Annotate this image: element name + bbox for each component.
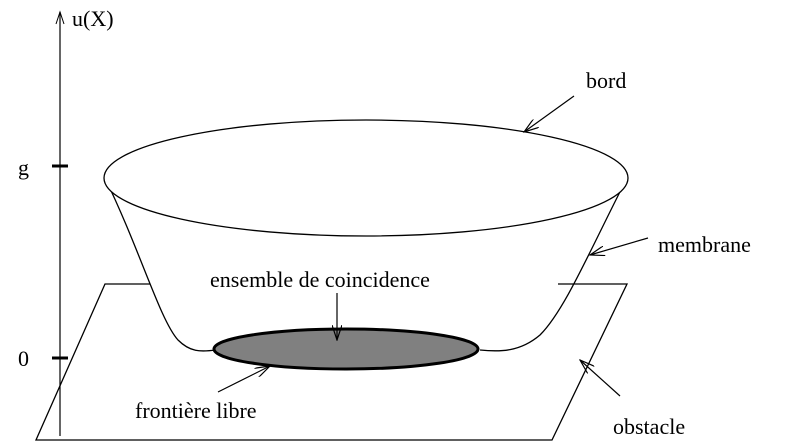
membrane-label: membrane xyxy=(658,232,751,257)
membrane-arrow xyxy=(590,237,649,255)
axis-arrow-icon xyxy=(55,10,65,25)
membrane-left-side xyxy=(104,177,217,352)
bord-ellipse xyxy=(103,119,629,237)
frontiere-label: frontière libre xyxy=(135,398,257,423)
coincidence-label: ensemble de coincidence xyxy=(210,267,430,292)
frontiere-arrow xyxy=(217,366,270,393)
coincidence-set xyxy=(212,327,480,371)
g-tick-label: g xyxy=(18,155,29,180)
bord-label: bord xyxy=(586,68,626,93)
obstacle-arrow xyxy=(580,360,621,397)
membrane-right-side xyxy=(479,177,628,352)
obstacle-label: obstacle xyxy=(613,414,685,439)
obstacle-plane xyxy=(35,283,629,441)
axis-label: u(X) xyxy=(72,6,114,31)
bord-arrow xyxy=(524,95,575,132)
zero-tick-label: 0 xyxy=(18,346,29,371)
